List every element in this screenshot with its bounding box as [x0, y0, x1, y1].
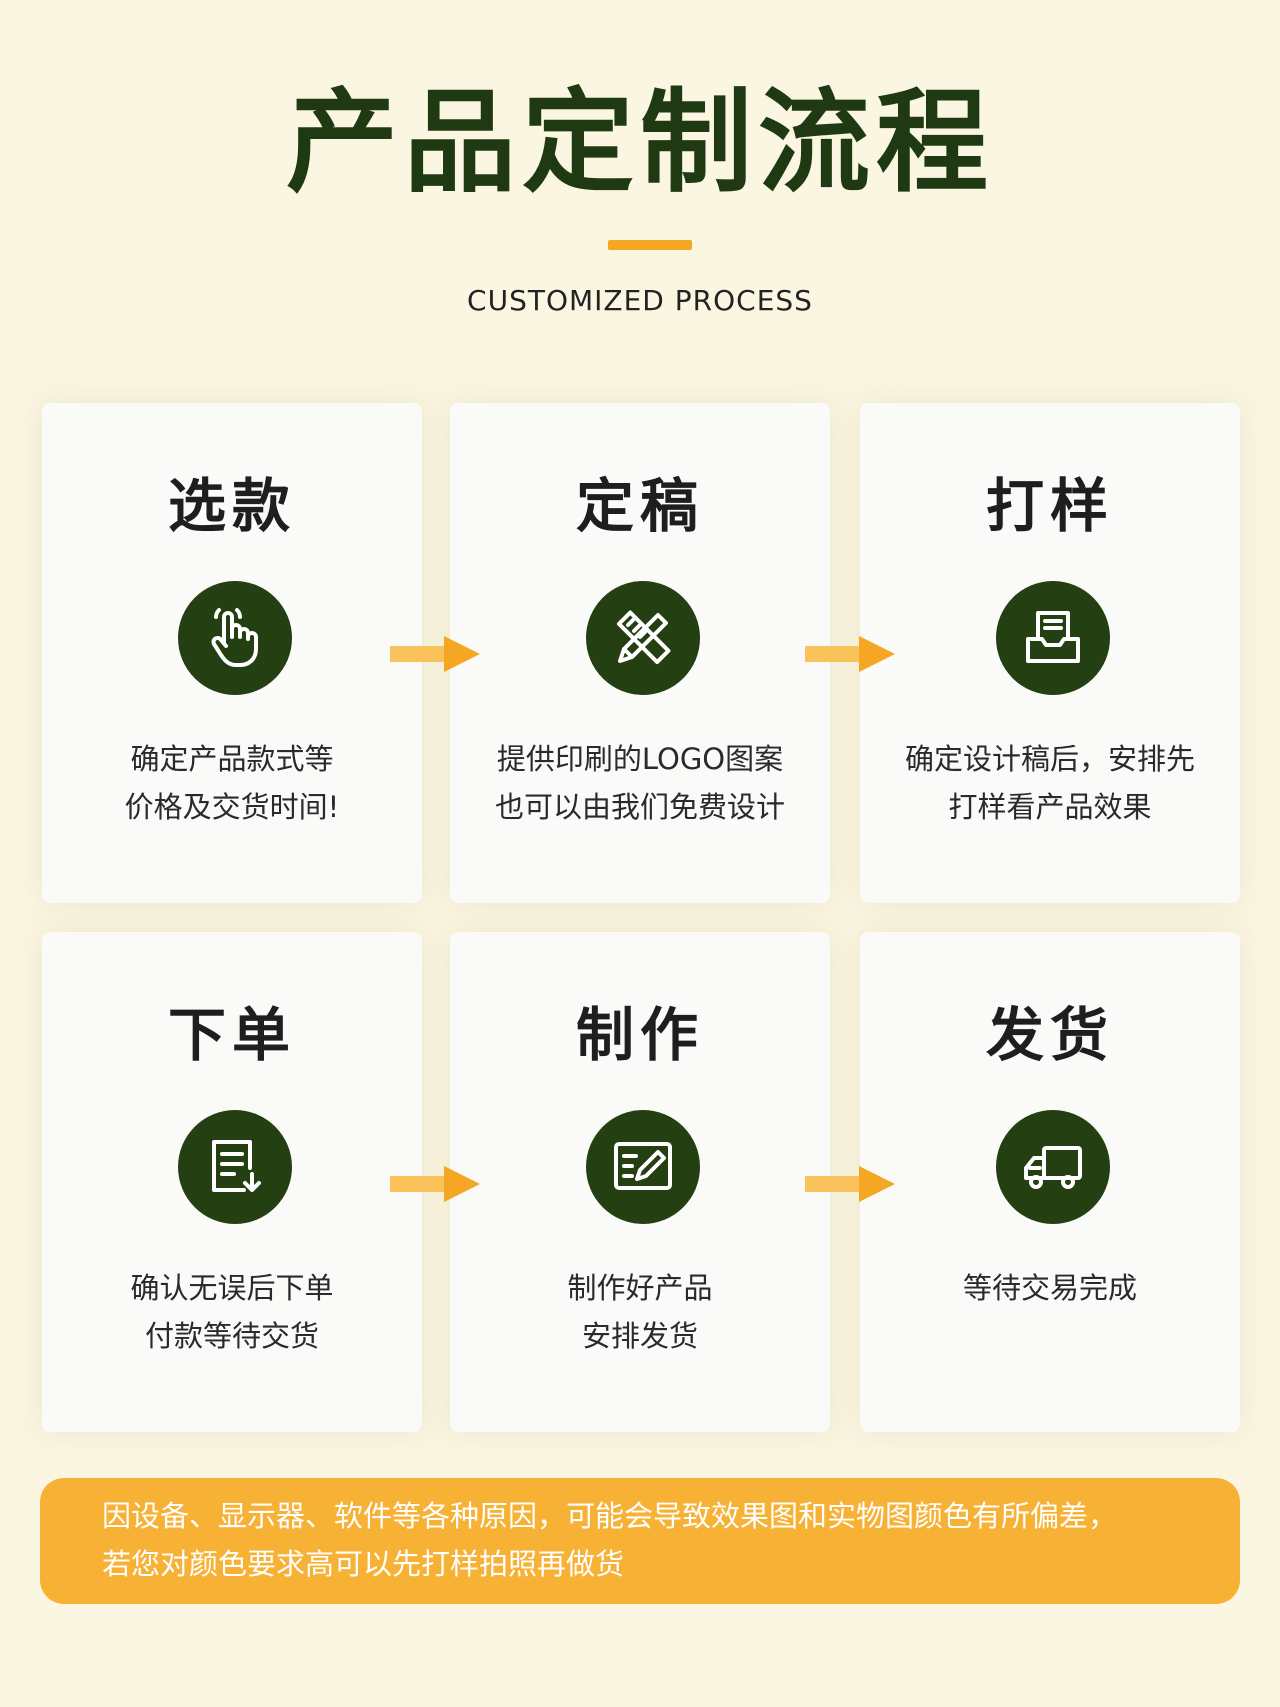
printer-icon [996, 581, 1110, 695]
document-download-icon [178, 1110, 292, 1224]
step-description: 提供印刷的LOGO图案 也可以由我们免费设计 [494, 742, 785, 824]
step-card-order: 下单 确认无误后下单 付款等待交货 [42, 932, 422, 1432]
arrow-right-icon [390, 1166, 480, 1202]
delivery-truck-icon [996, 1110, 1110, 1224]
step-title: 打样 [985, 472, 1114, 540]
step-card-sample: 打样 确定设计稿后，安排先 打样看产品效果 [860, 403, 1240, 903]
notice-text: 因设备、显示器、软件等各种原因，可能会导致效果图和实物图颜色有所偏差， 若您对颜… [102, 1499, 1118, 1581]
step-description: 确认无误后下单 付款等待交货 [130, 1271, 334, 1353]
step-card-produce: 制作 制作好产品 安排发货 [450, 932, 830, 1432]
step-title: 定稿 [575, 472, 704, 540]
page-title: 产品定制流程 [286, 78, 994, 208]
arrow-right-icon [805, 1166, 895, 1202]
step-title: 选款 [167, 472, 296, 540]
arrow-right-icon [805, 636, 895, 672]
step-title: 发货 [985, 1001, 1114, 1069]
step-card-finalize: 定稿 提供印刷的LOGO图案 也可以由我们免费设计 [450, 403, 830, 903]
step-description: 确定设计稿后，安排先 打样看产品效果 [904, 742, 1195, 824]
page-subtitle: CUSTOMIZED PROCESS [467, 284, 813, 317]
step-title: 下单 [167, 1001, 296, 1069]
arrow-right-icon [390, 636, 480, 672]
edit-board-icon [586, 1110, 700, 1224]
pencil-ruler-icon [586, 581, 700, 695]
hand-pointer-icon [178, 581, 292, 695]
step-description: 等待交易完成 [962, 1271, 1137, 1305]
step-card-select: 选款 确定产品款式等 价格及交货时间! [42, 403, 422, 903]
step-card-ship: 发货 等待交易完成 [860, 932, 1240, 1432]
step-description: 制作好产品 安排发货 [567, 1271, 713, 1353]
title-underline [608, 240, 692, 250]
step-description: 确定产品款式等 价格及交货时间! [124, 742, 340, 824]
step-title: 制作 [575, 1001, 704, 1069]
color-notice-banner: 因设备、显示器、软件等各种原因，可能会导致效果图和实物图颜色有所偏差， 若您对颜… [40, 1478, 1240, 1604]
